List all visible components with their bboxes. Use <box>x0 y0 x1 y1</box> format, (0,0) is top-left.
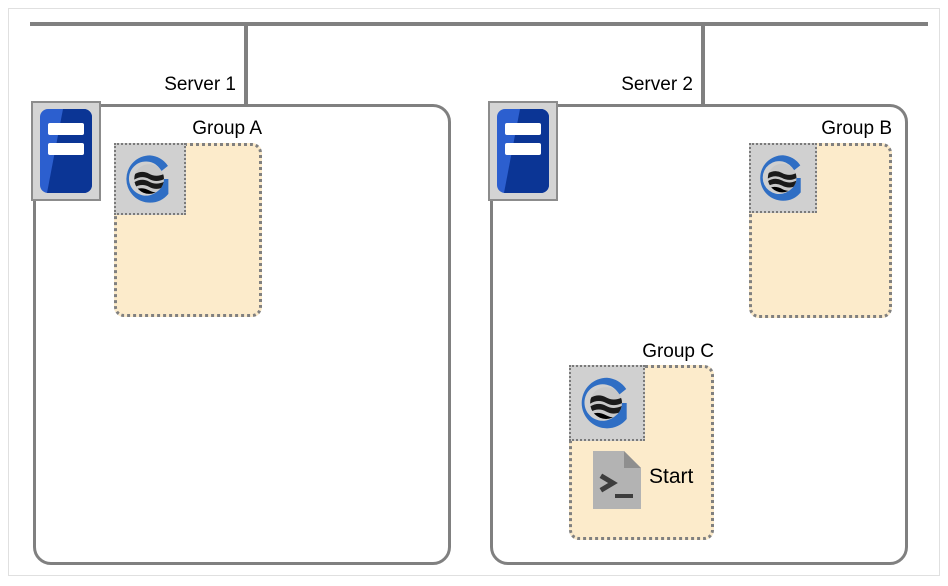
server-1-drop-line <box>244 22 248 106</box>
server-1-machine-icon <box>31 101 101 201</box>
glassfish-globe-icon <box>581 377 627 429</box>
group-a-label: Group A <box>192 118 262 139</box>
group-b-glassfish-instance[interactable] <box>749 143 817 213</box>
server-1-label: Server 1 <box>164 74 236 95</box>
group-b-container[interactable] <box>749 143 892 318</box>
server-2-drop-line <box>701 22 705 106</box>
start-label: Start <box>649 465 694 488</box>
group-b-label: Group B <box>821 118 892 139</box>
network-bus-line <box>30 22 928 26</box>
group-c-label: Group C <box>642 341 714 362</box>
glassfish-globe-icon <box>126 155 169 203</box>
page-frame <box>8 8 940 576</box>
group-c-script-item[interactable] <box>591 449 643 511</box>
script-terminal-icon <box>593 451 641 509</box>
group-a-glassfish-instance[interactable] <box>114 143 186 215</box>
server-icon <box>497 109 549 193</box>
server-icon <box>40 109 92 193</box>
glassfish-globe-icon <box>760 155 801 201</box>
group-c-glassfish-instance[interactable] <box>569 365 645 441</box>
server-2-machine-icon <box>488 101 558 201</box>
server-2-label: Server 2 <box>621 74 693 95</box>
